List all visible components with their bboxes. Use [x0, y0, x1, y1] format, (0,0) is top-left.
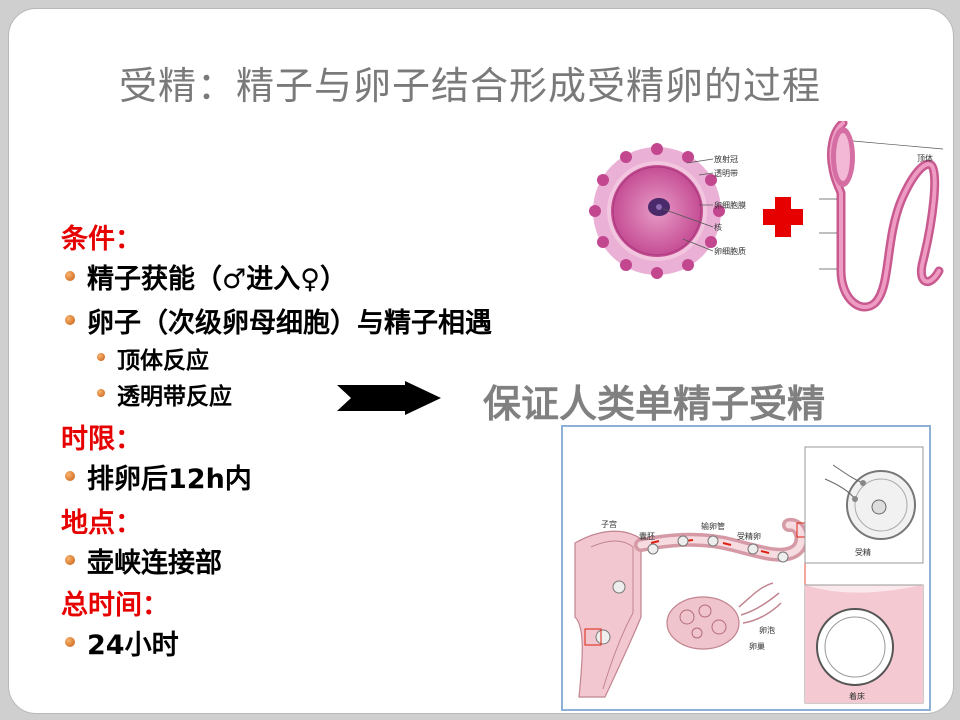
- label-zygote: 受精卵: [737, 531, 761, 541]
- bullet-icon: [65, 315, 75, 325]
- sub-zona-reaction: 透明带反应: [117, 384, 232, 410]
- label-oolemma: 卵细胞膜: [714, 200, 746, 210]
- label-implantation: 着床: [849, 691, 865, 701]
- heading-time-limit: 时限：: [61, 424, 142, 455]
- bullet-icon: [65, 471, 75, 481]
- heading-conditions: 条件：: [61, 224, 142, 255]
- bullet-icon: [65, 637, 75, 647]
- label-fertilization: 受精: [855, 547, 871, 557]
- condition-meeting: 卵子（次级卵母细胞）与精子相遇: [87, 308, 492, 339]
- location-text: 壶峡连接部: [87, 548, 222, 579]
- time-limit-text: 排卵后12h内: [87, 464, 252, 495]
- condition-capacitation: 精子获能（♂进入♀）: [87, 264, 347, 295]
- label-uterus: 子宫: [601, 519, 617, 529]
- label-nucleus: 核: [714, 222, 722, 232]
- oocyte-illustration: 放射冠 透明带 卵细胞膜 核 卵细胞质: [589, 143, 746, 279]
- label-ooplasm: 卵细胞质: [714, 246, 746, 256]
- label-follicle: 卵泡: [759, 625, 775, 635]
- label-acrosome: 顶体: [917, 153, 933, 163]
- heading-location: 地点：: [61, 508, 142, 539]
- slide: 受精：精子与卵子结合形成受精卵的过程 条件： 精子获能（♂进入♀） 卵子（次级卵…: [8, 8, 954, 714]
- right-arrow-icon: [337, 381, 441, 415]
- total-time-text: 24小时: [87, 630, 179, 661]
- sperm-illustration: 顶体: [819, 121, 944, 312]
- heading-total-time: 总时间：: [61, 590, 169, 621]
- label-zona-pellucida: 透明带: [714, 169, 738, 178]
- plus-icon: [763, 197, 803, 237]
- label-corona-radiata: 放射冠: [714, 154, 738, 164]
- sub-acrosome-reaction: 顶体反应: [117, 348, 209, 374]
- label-oviduct: 输卵管: [701, 521, 725, 531]
- bullet-icon: [65, 555, 75, 565]
- bullet-icon: [97, 389, 105, 397]
- bullet-icon: [65, 271, 75, 281]
- slide-title: 受精：精子与卵子结合形成受精卵的过程: [119, 64, 822, 108]
- fertilization-pathway-diagram: 子宫 囊胚 输卵管 受精卵 卵泡 卵巢 受精 着床: [561, 425, 931, 711]
- bullet-icon: [97, 353, 105, 361]
- label-blastocyst: 囊胚: [639, 531, 655, 541]
- label-ovary: 卵巢: [749, 641, 765, 651]
- conclusion-text: 保证人类单精子受精: [483, 382, 826, 426]
